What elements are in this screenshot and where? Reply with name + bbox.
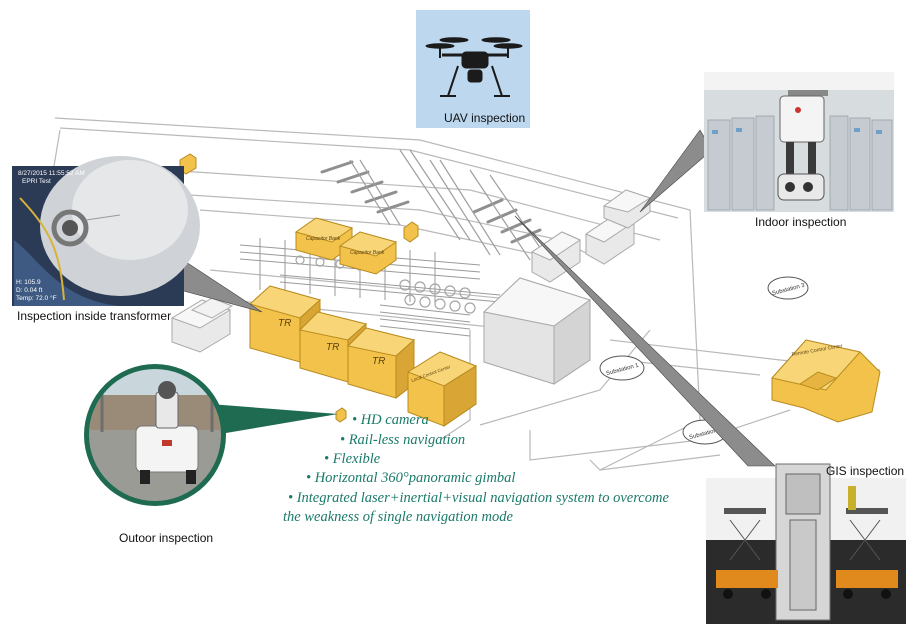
uav-caption: UAV inspection	[444, 111, 526, 125]
cam-timestamp: 8/27/2015 11:55:52 AM	[18, 170, 85, 177]
feature-panoramic-gimbal: • Horizontal 360°panoramic gimbal	[306, 470, 516, 486]
tr-label-3: TR	[372, 356, 385, 367]
feature-integrated-navigation: • Integrated laser+inertial+visual navig…	[288, 490, 669, 506]
substation-plan	[39, 117, 881, 471]
feature-integrated-navigation-cont: the weakness of single navigation mode	[283, 509, 513, 525]
cam-h: H: 105.9	[16, 279, 41, 286]
pointer-outdoor	[210, 404, 338, 434]
capacitor-bank-label-1: Capacitor Bank	[306, 236, 341, 242]
drone-icon	[425, 37, 523, 97]
feature-flexible: • Flexible	[324, 451, 381, 467]
cam-source: EPRI Test	[22, 178, 51, 185]
yellow-buildings	[179, 153, 881, 427]
pointer-indoor	[639, 129, 713, 213]
outdoor-caption: Outoor inspection	[119, 531, 214, 545]
pointer-gis	[514, 215, 776, 467]
feature-railless-navigation: • Rail-less navigation	[340, 432, 466, 448]
gis-photo	[706, 463, 906, 624]
transformer-interior-photo	[12, 156, 200, 306]
gis-caption: GIS inspection	[826, 464, 905, 478]
cam-d: D: 0.04 ft	[16, 287, 43, 294]
indoor-caption: Indoor inspection	[755, 215, 847, 229]
transformer-caption: Inspection inside transformer	[17, 309, 172, 323]
capacitor-bank-label-2: Capacitor Bank	[350, 250, 385, 256]
white-buildings	[170, 189, 652, 385]
tr-label-2: TR	[326, 342, 339, 353]
feature-hd-camera: • HD camera	[352, 412, 429, 428]
indoor-photo	[704, 72, 894, 212]
outdoor-photo	[84, 364, 226, 506]
uav-panel	[416, 10, 530, 128]
tr-label-1: TR	[278, 318, 291, 329]
cam-temp: Temp: 72.0 °F	[16, 294, 57, 302]
